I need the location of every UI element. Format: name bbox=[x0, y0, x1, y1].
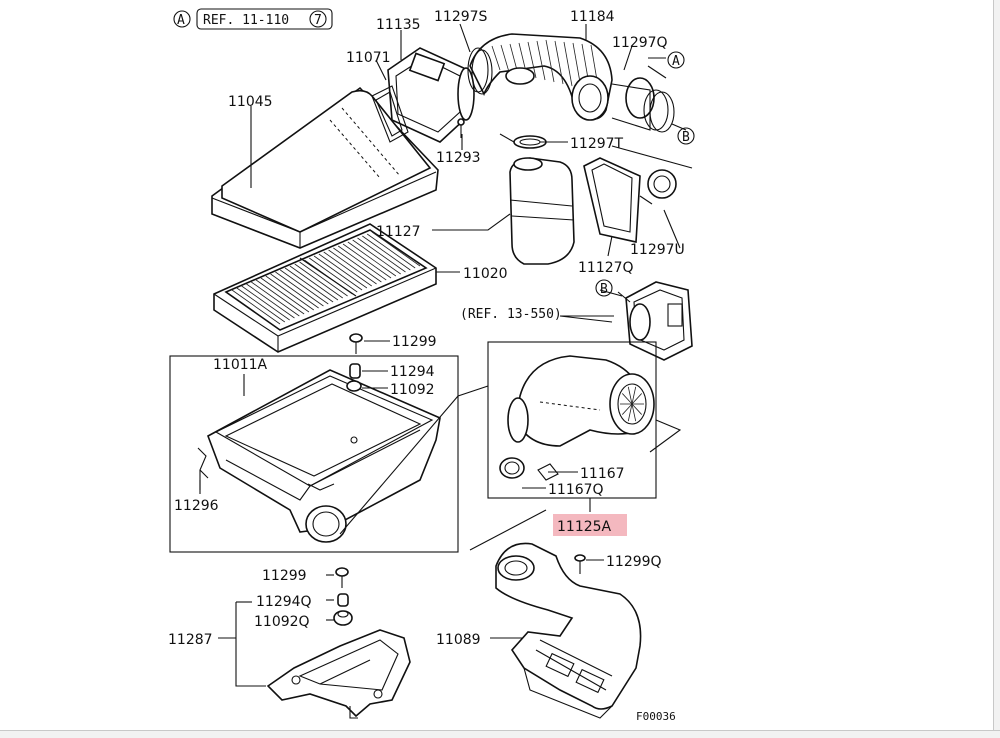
callout-b-top: B bbox=[682, 130, 690, 145]
label-11135[interactable]: 11135 bbox=[376, 17, 421, 33]
label-11089[interactable]: 11089 bbox=[436, 632, 481, 648]
figure-code: F00036 bbox=[636, 710, 676, 723]
label-11297T[interactable]: 11297T bbox=[570, 136, 624, 152]
label-11167Q[interactable]: 11167Q bbox=[548, 482, 604, 498]
detail-box-11125A bbox=[487, 341, 657, 499]
label-11299-bottom[interactable]: 11299 bbox=[262, 568, 307, 584]
ref-11-110: REF. 11-110 bbox=[203, 13, 289, 28]
label-11020[interactable]: 11020 bbox=[463, 266, 508, 282]
clamp-11297T bbox=[499, 133, 547, 149]
grommet-11294 bbox=[349, 363, 361, 379]
header-ref: A REF. 11-110 7 bbox=[173, 8, 333, 30]
label-11294[interactable]: 11294 bbox=[390, 364, 435, 380]
label-11092Q[interactable]: 11092Q bbox=[254, 614, 310, 630]
gasket-11071 bbox=[371, 85, 409, 143]
throttle-body bbox=[617, 281, 693, 361]
air-inlet-duct bbox=[495, 542, 642, 719]
highlight-11125A bbox=[553, 514, 627, 536]
window-edge-right bbox=[993, 0, 1000, 737]
resonator-11127Q bbox=[583, 157, 677, 243]
bracket-11287 bbox=[266, 629, 411, 719]
bolt-11299-bottom bbox=[335, 567, 349, 588]
bolt-11293 bbox=[457, 118, 465, 138]
air-cleaner-cover bbox=[211, 86, 439, 249]
ref-13-550: (REF. 13-550) bbox=[460, 307, 562, 322]
air-filter-element bbox=[213, 223, 437, 353]
callout-a-top: A bbox=[672, 54, 680, 69]
grommet-11294Q bbox=[337, 593, 349, 607]
leader-lines bbox=[199, 23, 693, 687]
hose-clamps-top bbox=[467, 47, 675, 133]
intake-hose-11184 bbox=[469, 33, 613, 121]
label-11011A[interactable]: 11011A bbox=[213, 357, 268, 373]
label-11296[interactable]: 11296 bbox=[174, 498, 219, 514]
callout-markers: A B B bbox=[595, 51, 695, 297]
label-11293[interactable]: 11293 bbox=[436, 150, 481, 166]
callout-b-throttle: B bbox=[600, 282, 608, 297]
label-11125A[interactable]: 11125A bbox=[557, 519, 612, 535]
label-11127[interactable]: 11127 bbox=[376, 224, 421, 240]
part-labels: 11135 11297S 11184 11297Q 11071 11045 11… bbox=[168, 9, 685, 723]
grommet-11092Q bbox=[333, 610, 353, 626]
label-11045[interactable]: 11045 bbox=[228, 94, 273, 110]
air-cleaner-case bbox=[169, 355, 459, 553]
resonator-11127 bbox=[509, 157, 575, 265]
label-11299Q[interactable]: 11299Q bbox=[606, 554, 662, 570]
bolt-11299Q bbox=[574, 554, 586, 574]
label-11297U[interactable]: 11297U bbox=[630, 242, 685, 258]
label-11287[interactable]: 11287 bbox=[168, 632, 213, 648]
label-11092[interactable]: 11092 bbox=[390, 382, 435, 398]
label-11294Q[interactable]: 11294Q bbox=[256, 594, 312, 610]
air-flow-sensor bbox=[387, 47, 475, 143]
window-edge-bottom bbox=[0, 730, 1000, 738]
label-11071[interactable]: 11071 bbox=[346, 50, 391, 66]
label-11184[interactable]: 11184 bbox=[570, 9, 615, 25]
label-11297Q[interactable]: 11297Q bbox=[612, 35, 668, 51]
callout-a-header: A bbox=[177, 13, 185, 28]
label-11299-top[interactable]: 11299 bbox=[392, 334, 437, 350]
bolt-11299-top bbox=[349, 333, 363, 354]
label-11297S[interactable]: 11297S bbox=[434, 9, 488, 25]
ref-number: 7 bbox=[314, 13, 322, 28]
label-11127Q[interactable]: 11127Q bbox=[578, 260, 634, 276]
label-11167[interactable]: 11167 bbox=[580, 466, 625, 482]
